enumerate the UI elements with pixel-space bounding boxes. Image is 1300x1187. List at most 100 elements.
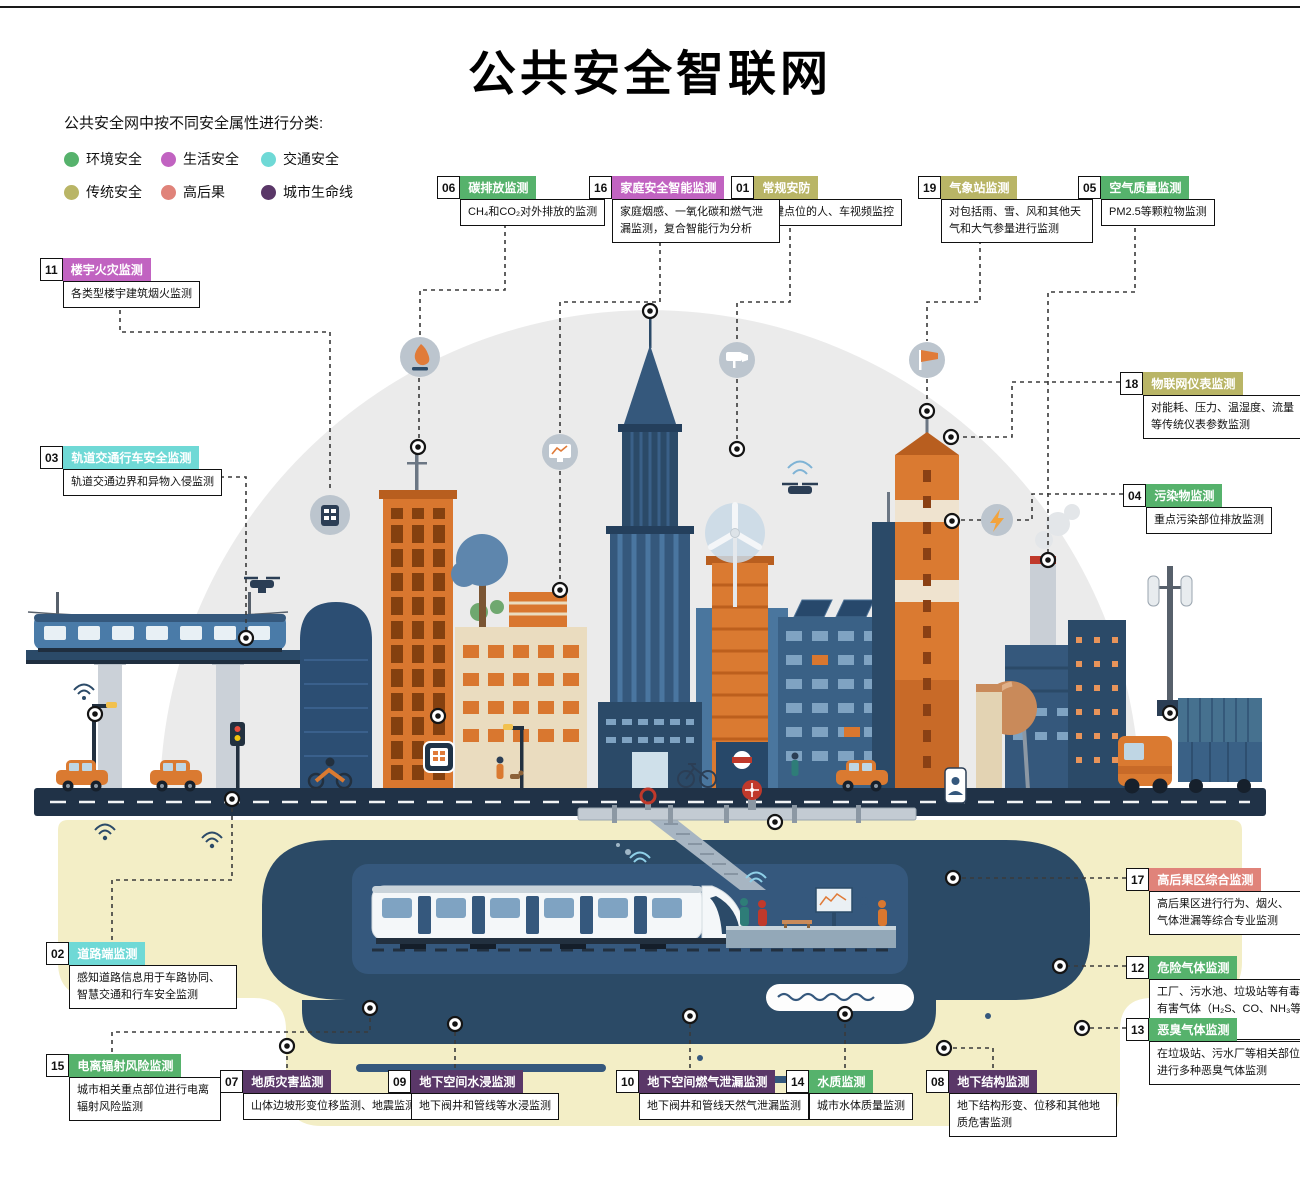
callout-title: 地下结构监测 [949,1070,1038,1093]
callout-title: 空气质量监测 [1101,176,1190,199]
blue-tree [451,534,508,627]
callout-description: 重点污染部位排放监测 [1146,507,1272,535]
callout-number: 17 [1126,868,1150,891]
main-valve-icon [742,780,762,810]
drone-icon [244,576,280,593]
sensor-dot [935,1039,953,1057]
elevated-metro-train [34,614,286,652]
legend-label: 环境安全 [86,151,142,167]
callout-title: 道路端监测 [69,942,146,965]
callout-number: 14 [786,1070,810,1093]
callout-description: 地下结构形变、位移和其他地质危害监测 [949,1093,1117,1138]
life-color-dot [161,151,176,167]
callout-number: 11 [40,258,63,281]
legend-item-traffic: 交通安全 [261,149,353,169]
sensor-dot [1073,1019,1091,1037]
drone-icon [782,460,818,494]
page-title: 公共安全智联网 [467,48,832,101]
rounded-tower [300,602,372,790]
callout-number: 15 [46,1054,70,1077]
sensor-dot [728,440,746,458]
callout-title: 地下空间燃气泄漏监测 [639,1070,776,1093]
escalator [644,816,766,890]
street-lamp-icon [503,724,524,790]
callout-title: 高后果区综合监测 [1149,868,1262,891]
sensor-dot [766,813,784,831]
street-lamp-icon [73,683,117,790]
callout-number: 02 [46,942,70,965]
callout-description: 感知道路信息用于车路协同、智慧交通和行车安全监测 [69,965,237,1010]
callout-description: 高后果区进行行为、烟火、气体泄漏等综合专业监测 [1149,891,1300,936]
motorcycle [307,757,353,790]
sensor-icons [310,337,1013,804]
callout-title: 气象站监测 [941,176,1018,199]
sensor-dot [944,869,962,887]
subway-entrance [716,742,768,790]
legend-item-city-lifeline: 城市生命线 [261,182,353,202]
callout-title: 轨道交通行车安全监测 [63,446,200,469]
central-skyscraper [598,318,702,790]
sensor-dot [836,1005,854,1023]
callout-description: 轨道交通边界和异物入侵监测 [63,469,222,497]
callout-description: PM2.5等颗粒物监测 [1101,199,1215,227]
legend-heading: 公共安全网中按不同安全属性进行分类: [64,115,324,132]
sensor-dot [409,438,427,456]
street-objects [56,683,1262,794]
traffic-color-dot [261,151,276,167]
sensor-dot [429,707,447,725]
callout-description: 各类型楼宇建筑烟火监测 [63,281,200,309]
drones [244,460,818,593]
lightning-icon [981,504,1013,536]
callout-title: 电离辐射风险监测 [69,1054,182,1077]
callout-number: 10 [616,1070,640,1093]
callout-number: 08 [926,1070,950,1093]
legend-label: 高后果 [183,184,225,200]
legend-item-traditional: 传统安全 [64,182,161,202]
callout-title: 危险气体监测 [1149,956,1238,979]
windsock-icon [909,342,945,378]
callout-number: 01 [731,176,755,199]
legend-item-environment: 环境安全 [64,149,161,169]
callout-description: 地下阀井和管线天然气泄漏监测 [639,1093,809,1121]
legend-item-high-consequence: 高后果 [161,182,261,202]
hc-color-dot [161,184,176,200]
pedestrian [496,756,524,779]
wifi-icon [201,831,223,849]
monitor-icon [542,434,578,470]
callout-title: 地质灾害监测 [243,1070,332,1093]
sensor-dot [361,999,379,1017]
callout-description: 城市相关重点部位进行电离辐射风险监测 [69,1077,221,1122]
station-platform [726,871,896,948]
pipeline [577,780,917,823]
legend-label: 传统安全 [86,184,142,200]
bicycle [677,763,717,788]
callout-number: 06 [437,176,461,199]
water-pool [766,984,914,1011]
callout-description: CH₄和CO₂对外排放的监测 [460,199,606,227]
sensor-dot [681,1007,699,1025]
flame-icon [400,337,440,377]
wifi-icon [629,851,651,863]
sensor-dot [551,581,569,599]
callout-number: 07 [220,1070,244,1093]
right-blue-tower [1068,620,1126,790]
platform-sign [815,887,853,926]
